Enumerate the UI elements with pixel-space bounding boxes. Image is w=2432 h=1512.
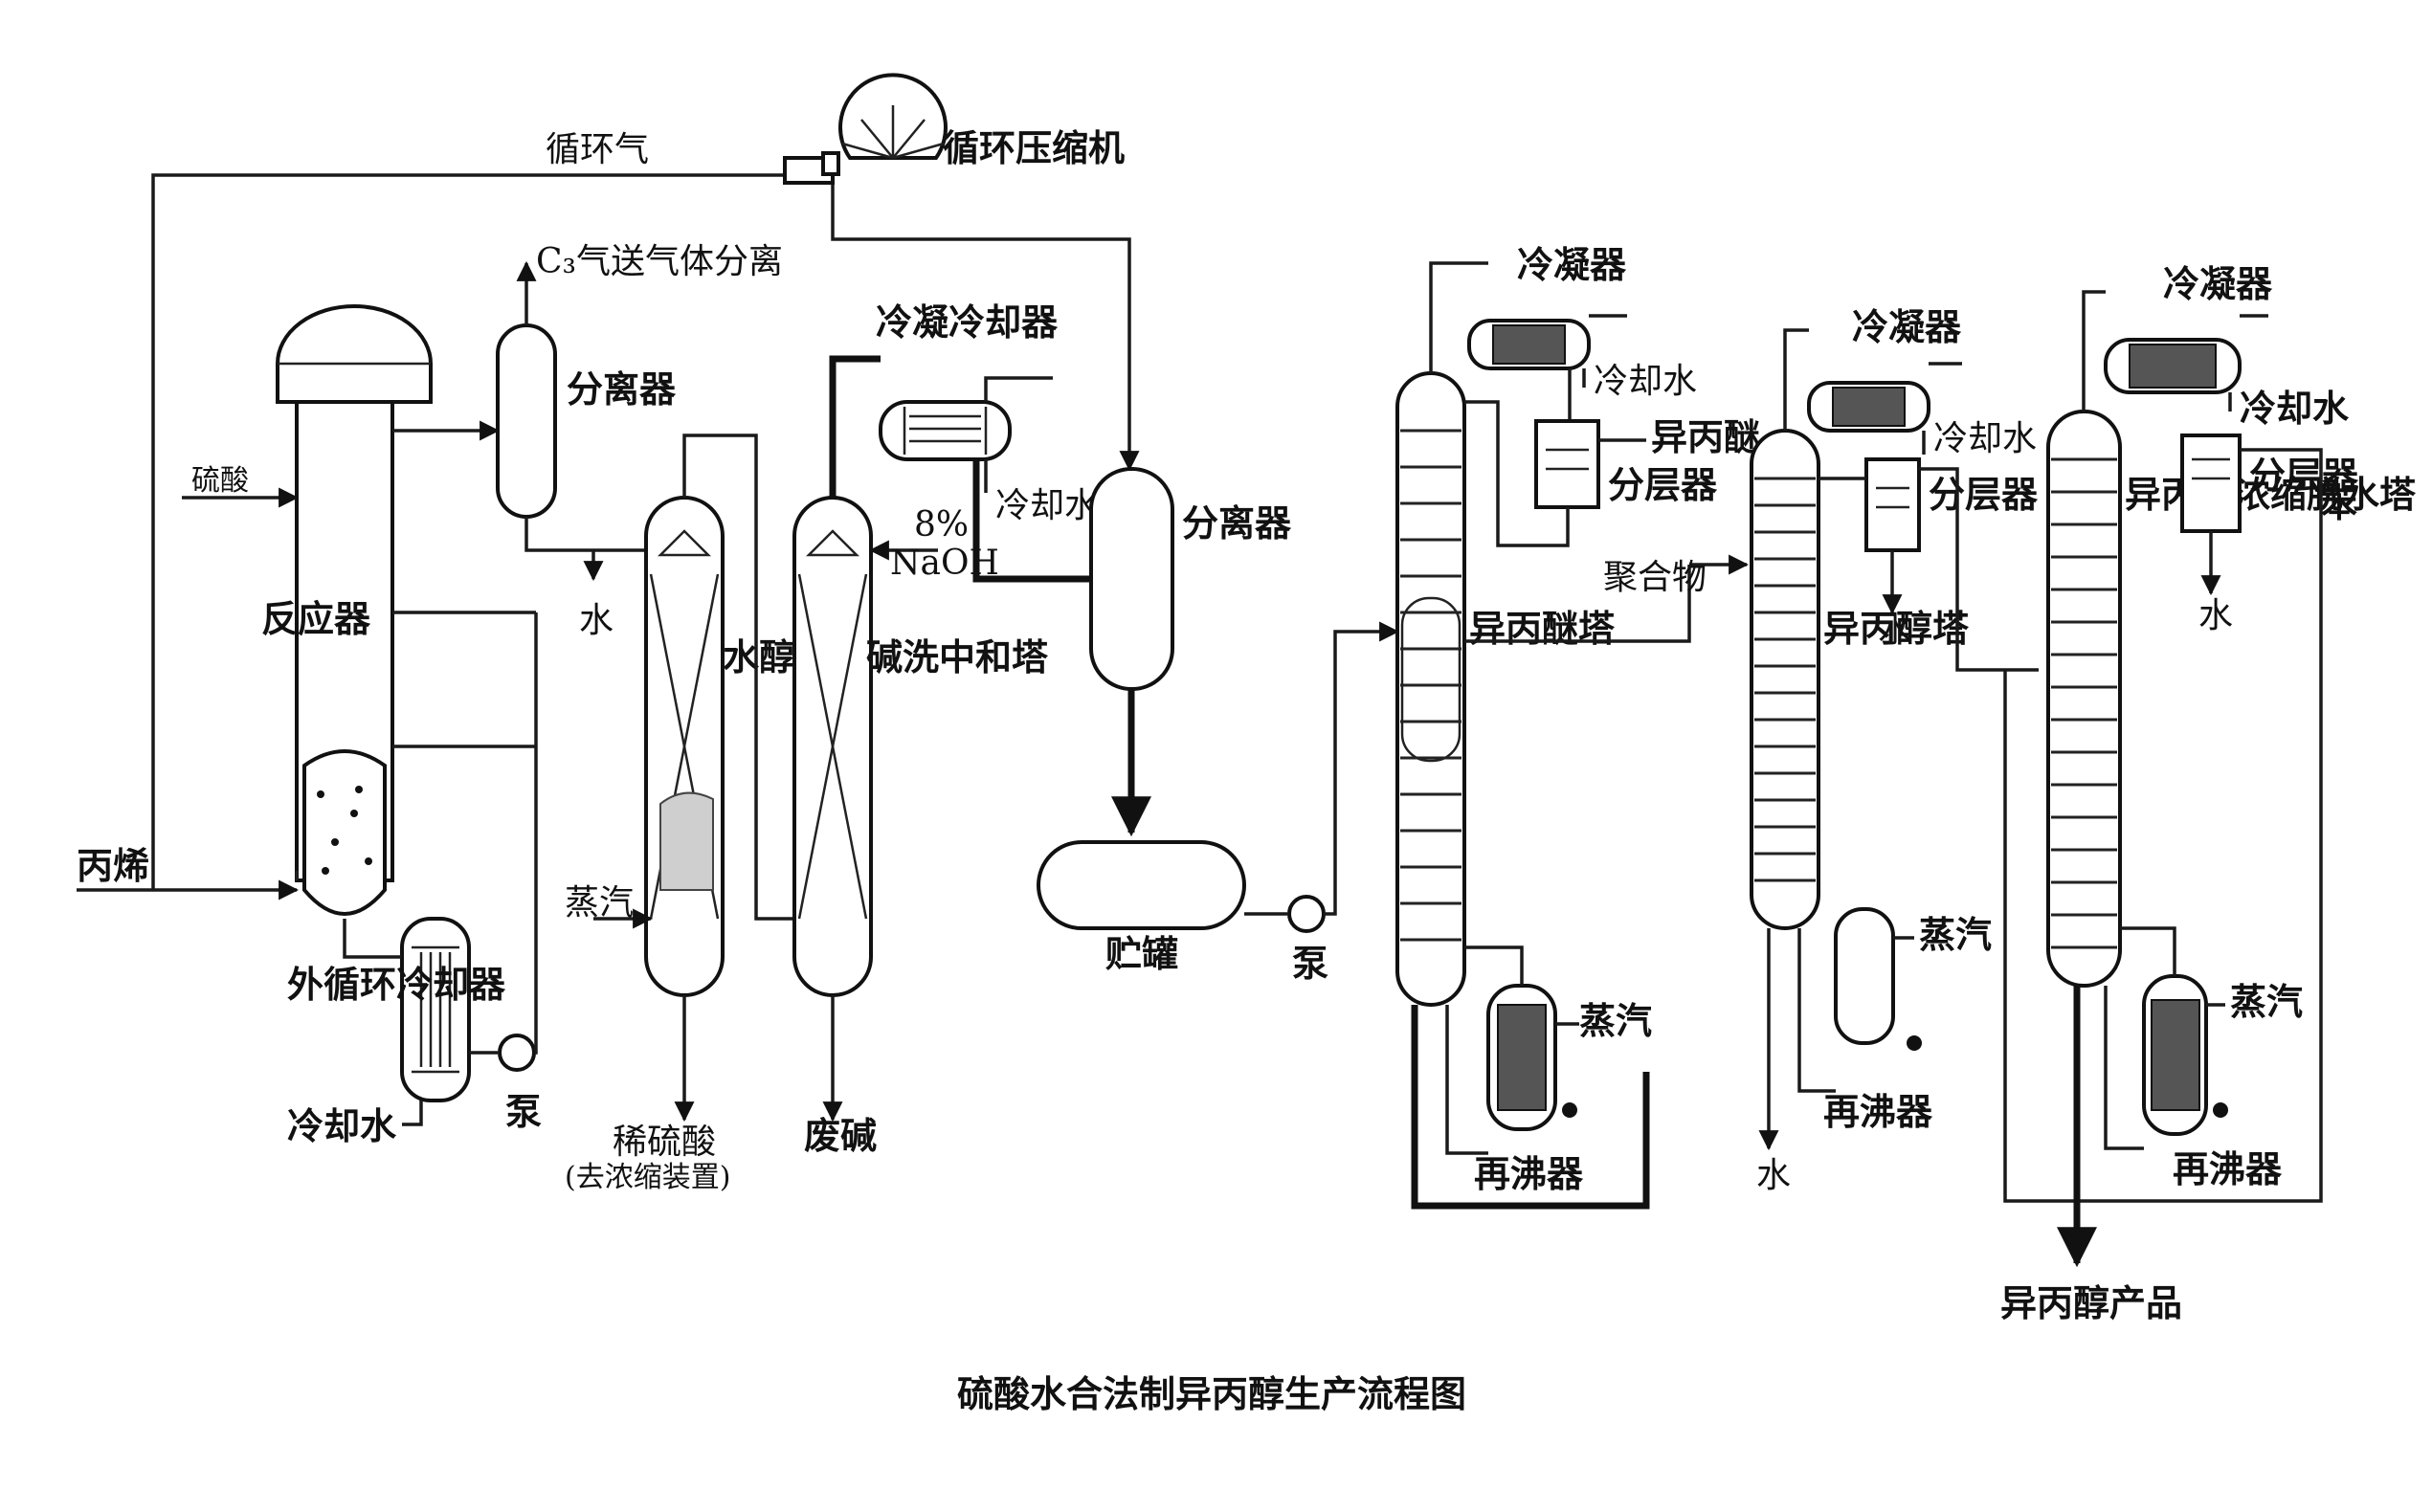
cooling-water4-label: 冷却水 [2240, 387, 2350, 430]
cond-cooler-label: 冷凝冷却器 [876, 300, 1059, 344]
naoh-pct-label: 8% [914, 505, 969, 545]
condenser2 [1807, 381, 1930, 433]
decanter2 [1864, 457, 1921, 552]
figure-caption: 硫酸水合法制异丙醇生产流程图 [957, 1372, 1466, 1415]
steam1-label: 蒸汽 [565, 883, 634, 923]
reboiler2-label: 再沸器 [1823, 1090, 1933, 1133]
water1-label: 水 [579, 601, 614, 640]
recycle-compressor-label: 循环压缩机 [943, 126, 1125, 169]
valve3-icon [2213, 1102, 2228, 1118]
neutralizer-label: 碱洗中和塔 [866, 635, 1049, 678]
ipe-tower-trays [1400, 429, 1461, 942]
ext-cooler-label: 外循环冷却器 [287, 963, 506, 1006]
pump2-label: 泵 [1292, 942, 1328, 985]
steam3-label: 蒸汽 [1919, 913, 1992, 956]
condenser2-label: 冷凝器 [1852, 305, 1962, 348]
pump1-icon [498, 1034, 536, 1072]
neutralizer-tower [792, 496, 873, 997]
ipa-product-label: 异丙醇产品 [2000, 1281, 2182, 1324]
benzene-label: 苯 [2321, 482, 2357, 525]
condenser3 [2104, 338, 2242, 394]
reboiler2 [1834, 907, 1895, 1045]
reactor [276, 304, 433, 916]
ipe-tower [1395, 371, 1466, 1007]
external-cooler [400, 917, 471, 1102]
recycle-loop [151, 173, 1140, 890]
ipe-label: 异丙醚 [1651, 415, 1760, 458]
waste-alkali-label: 废碱 [804, 1114, 877, 1157]
steam2-label: 蒸汽 [1579, 999, 1652, 1042]
dehydration-tower [2046, 410, 2122, 988]
condenser1 [1467, 319, 1591, 370]
water4-label: 水 [2198, 596, 2233, 635]
separator1-label: 分离器 [567, 367, 677, 411]
dehydration-tower-label: 异丙醇浓缩脱水塔 [2125, 473, 2417, 516]
cond-cooler [879, 400, 1012, 461]
polymer-label: 聚合物 [1603, 558, 1707, 597]
decanter3-label: 分层器 [2249, 454, 2359, 497]
decanter1-label: 分层器 [1608, 463, 1718, 506]
ipe-tower-label: 异丙醚塔 [1469, 607, 1616, 650]
valve1-icon [1562, 1102, 1577, 1118]
reactor-label-text: 反应器 [261, 597, 371, 640]
cooling-water-in-label: 冷却水 [287, 1104, 397, 1147]
water3-label: 水 [1756, 1156, 1791, 1195]
dehydration-tower-trays [2051, 457, 2117, 949]
condenser1-label: 冷凝器 [1517, 243, 1627, 286]
cooling-water2-label: 冷却水 [1594, 362, 1697, 401]
decanter3 [2180, 434, 2242, 533]
steam4-label: 蒸汽 [2230, 980, 2303, 1023]
recycle-gas-label: 循环气 [546, 130, 649, 169]
pump1-label: 泵 [505, 1090, 542, 1133]
reboiler1 [1486, 984, 1557, 1131]
cooling-water3-label: 冷却水 [1933, 419, 2037, 458]
condenser3-label: 冷凝器 [2163, 262, 2273, 305]
water2-label: 水 [1878, 611, 1912, 650]
decanter1 [1534, 419, 1600, 509]
separator2 [1089, 467, 1174, 691]
separator2-label: 分离器 [1182, 501, 1292, 545]
ipa-tower-trays [1754, 477, 1816, 882]
hydration-tower [644, 496, 725, 997]
reboiler1-label: 再沸器 [1474, 1152, 1584, 1195]
pump2-icon [1287, 895, 1326, 933]
reactor-label: 反应器 [261, 597, 371, 640]
reboiler3-label: 再沸器 [2173, 1147, 2283, 1190]
dilute-acid-note: (去浓缩装置) [565, 1161, 730, 1194]
valve2-icon [1907, 1035, 1922, 1051]
storage-tank-label: 贮罐 [1105, 932, 1178, 975]
storage-tank [1037, 840, 1246, 930]
separator1 [496, 323, 557, 519]
recycle-compressor [783, 73, 948, 185]
decanter2-label: 分层器 [1929, 473, 2039, 516]
dilute-acid-label: 稀硫酸 [613, 1123, 716, 1162]
decanter2-label-text: 分层器 [1929, 473, 2039, 516]
c3-gas-label: C₃气送气体分离 [536, 242, 783, 281]
cooling-water1-label: 冷却水 [995, 486, 1099, 525]
propylene-label: 丙烯 [77, 844, 149, 887]
reboiler3 [2142, 974, 2208, 1136]
sulfuric-acid-label: 硫酸 [191, 464, 249, 498]
